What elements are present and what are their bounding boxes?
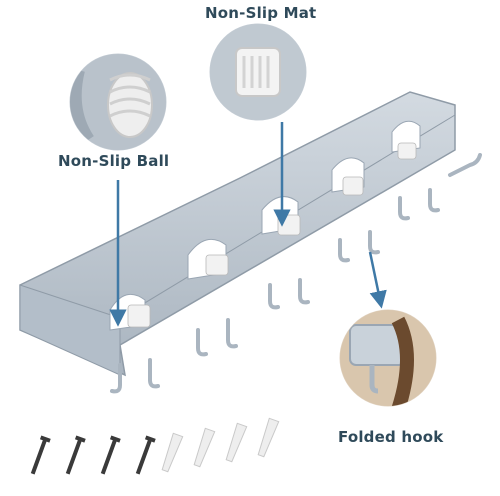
screws (30, 435, 156, 475)
non-slip-mat-label: Non-Slip Mat (205, 4, 317, 22)
folded-hook-label: Folded hook (338, 428, 444, 446)
mop-rack (19, 91, 482, 394)
non-slip-ball-label: Non-Slip Ball (58, 152, 170, 170)
non-slip-ball-zoom (66, 50, 170, 154)
wall-anchors (161, 417, 280, 473)
callout-arrows (109, 122, 387, 327)
folded-hook-zoom (336, 306, 440, 410)
non-slip-mat-zoom (206, 20, 310, 124)
